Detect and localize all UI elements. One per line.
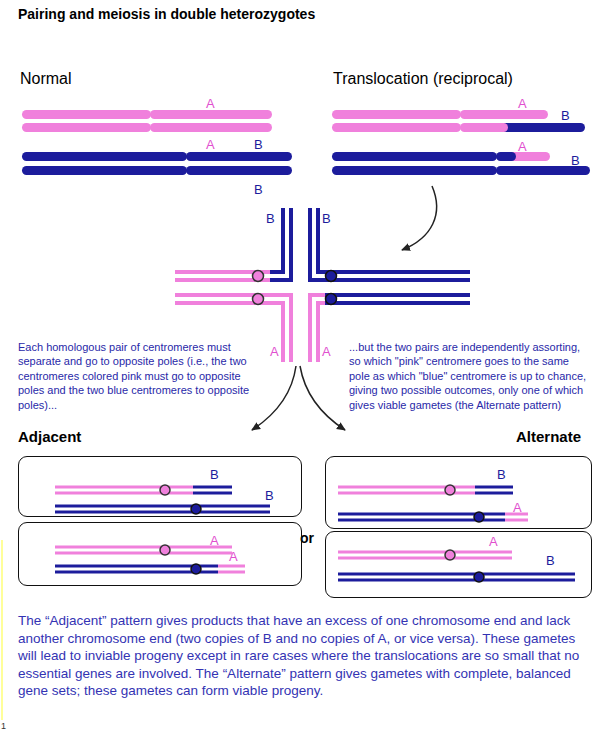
gene-label: A	[270, 344, 279, 359]
chromosome-arm	[332, 166, 497, 175]
gene-label: A	[206, 96, 215, 111]
gene-label: A	[518, 96, 527, 111]
arrow	[300, 366, 345, 430]
chromatid	[338, 574, 575, 580]
gene-label: A	[489, 534, 498, 549]
centromere	[326, 271, 337, 282]
chromosome-arm	[150, 110, 272, 119]
panel-heading: Normal	[20, 70, 72, 88]
page-number: 1	[1, 721, 6, 731]
gamete-box: AB	[325, 531, 592, 598]
gene-label: A	[322, 344, 331, 359]
gene-label: B	[561, 108, 570, 123]
pattern-heading: Alternate	[516, 428, 581, 445]
gamete-box: BA	[325, 456, 592, 529]
chromatid	[475, 487, 513, 493]
chromatid	[175, 303, 283, 362]
chromatid	[318, 208, 470, 272]
gene-label: B	[497, 467, 506, 482]
chromosome-arm	[186, 166, 292, 175]
chromatid	[55, 547, 232, 553]
centromere	[191, 564, 201, 574]
chromatid	[55, 506, 270, 512]
chromosome-arm	[22, 152, 187, 161]
gene-label: A	[513, 500, 522, 515]
chromatid	[310, 208, 470, 280]
chromosome-arm	[332, 152, 497, 161]
gene-label: B	[266, 211, 275, 226]
gene-label: B	[546, 553, 555, 568]
arrow	[402, 186, 437, 250]
chromosome-arm	[496, 152, 516, 161]
chromatid	[323, 293, 470, 297]
chromosome-arm	[22, 110, 151, 119]
pattern-heading: Adjacent	[18, 428, 81, 445]
centromere	[474, 572, 484, 582]
normal-chromosomes	[22, 110, 292, 175]
pairing-cross	[175, 208, 470, 362]
gene-label: B	[210, 467, 219, 482]
chromosome-arm	[332, 110, 461, 119]
gene-label: B	[322, 211, 331, 226]
chromosome-arm	[500, 123, 585, 132]
note: ...but the two pairs are independently a…	[349, 340, 591, 412]
translocation-chromosomes	[332, 110, 590, 175]
centromere	[445, 550, 455, 560]
centromere	[160, 545, 170, 555]
caption: The “Adjacent” pattern gives products th…	[18, 612, 588, 700]
chromatid	[323, 301, 470, 305]
gene-label: B	[254, 137, 263, 152]
chromatid	[193, 487, 232, 493]
chromatid	[338, 552, 512, 558]
conjunction: or	[300, 530, 314, 546]
gene-label: A	[206, 137, 215, 152]
title: Pairing and meiosis in double heterozygo…	[18, 6, 315, 22]
gene-label: A	[518, 139, 527, 154]
chromosome-arm	[332, 123, 461, 132]
note: Each homologous pair of centromeres must…	[18, 340, 250, 412]
gamete-chromosomes	[55, 485, 575, 582]
gene-label: A	[229, 549, 238, 564]
chromosome-arm	[460, 110, 548, 119]
gene-label: A	[210, 533, 219, 548]
centromere	[326, 294, 337, 305]
centromere	[191, 504, 201, 514]
margin-bar	[1, 540, 3, 720]
centromere	[253, 271, 264, 282]
centromere	[160, 485, 170, 495]
panel-heading: Translocation (reciprocal)	[333, 70, 513, 88]
centromere	[445, 485, 455, 495]
centromere	[474, 512, 484, 522]
chromosome-arm	[22, 166, 187, 175]
gene-label: B	[254, 182, 263, 197]
chromatid	[55, 487, 193, 493]
gamete-box: AA	[18, 522, 302, 586]
arrow	[252, 366, 296, 430]
chromatid	[218, 566, 245, 572]
centromere	[253, 294, 264, 305]
chromosome-arm	[22, 123, 151, 132]
gamete-box: BB	[18, 456, 302, 517]
chromosome-arm	[460, 123, 508, 132]
chromosome-arm	[150, 123, 272, 132]
gene-label: B	[265, 488, 274, 503]
chromosome-arm	[186, 152, 292, 161]
gene-label: B	[571, 153, 580, 168]
